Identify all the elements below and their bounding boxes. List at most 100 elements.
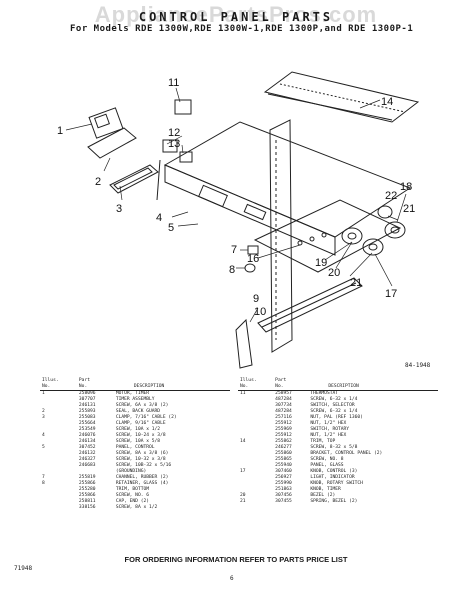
description-cell: SCREW, 8-32 x 5/8 — [310, 445, 358, 450]
part-no-cell: 255664 — [78, 421, 96, 426]
description-cell: SEAL, BACK GUARD — [115, 409, 161, 414]
description-cell: CLAMP, 9/16" CABLE — [115, 421, 166, 426]
description-cell: SCREW, 6-32 x 1/4 — [310, 409, 358, 414]
illus-no-cell: 4 — [42, 433, 45, 438]
glass-panel — [253, 199, 402, 273]
callout-7: 7 — [231, 244, 237, 256]
part-no-cell: 246131 — [78, 403, 96, 408]
part-no-cell: 246327 — [78, 457, 96, 462]
col-partno-label: No. — [76, 384, 114, 391]
part-no-cell: 257116 — [275, 415, 292, 420]
timer-assembly — [87, 107, 137, 159]
part-no-cell: 255083 — [78, 415, 96, 420]
description-cell: SCREW, 6-32 x 1/4 — [310, 397, 358, 402]
part-no-cell: 246134 — [78, 439, 96, 444]
description-cell: SCREW, NO. 6 — [115, 493, 150, 498]
part-no-cell: 258096 — [78, 391, 96, 396]
description-cell: KNOB, TIMER — [310, 487, 341, 492]
part-no-cell: 255940 — [275, 463, 292, 468]
description-cell: NUT, 1/2" HEX — [310, 421, 347, 426]
part-no-cell: 255912 — [275, 433, 292, 438]
table-row: 338156 SCREW, 8A x 1/2 — [40, 505, 230, 511]
description-cell: SCREW, 8A x 1/2 — [115, 505, 158, 510]
callout-14: 14 — [381, 96, 393, 108]
col-no-label: No. — [238, 384, 274, 391]
table-row: (GROUNDING) — [40, 469, 230, 475]
callout-3: 3 — [116, 203, 122, 215]
description-cell: SCREW, 10B-32 x 5/16 — [115, 463, 172, 468]
description-cell: (GROUNDING) — [115, 469, 147, 474]
callout-10: 10 — [254, 306, 266, 318]
description-cell: KNOB, CONTROL (3) — [310, 469, 358, 474]
description-cell: SCREW, 8A x 3/8 (6) — [115, 451, 169, 456]
part-no-cell: 338156 — [78, 505, 96, 510]
callout-12: 12 — [168, 127, 180, 139]
illus-no-cell: 11 — [240, 391, 246, 396]
description-cell: SCREW, 10A x 5/8 — [115, 439, 161, 444]
part-no-cell: 307456 — [275, 493, 292, 498]
description-cell: LIGHT, INDICATOR — [310, 475, 355, 480]
illus-no-cell: 2 — [42, 409, 45, 414]
control-knobs — [341, 205, 406, 256]
part-no-cell: 258811 — [78, 499, 96, 504]
illus-no-cell: 17 — [240, 469, 246, 474]
callout-21b: 21 — [403, 203, 415, 215]
table-row: 246132 SCREW, 8A x 3/8 (6) — [40, 451, 230, 457]
table-row: 255664 CLAMP, 9/16" CABLE — [40, 421, 230, 427]
description-cell: CLAMP, 7/16" CABLE (2) — [115, 415, 177, 420]
table-row: 255940 PANEL, GLASS — [238, 463, 438, 469]
control-panel-back — [163, 121, 412, 256]
illus-no-cell: 5 — [42, 445, 45, 450]
part-no-cell: 255866 — [78, 493, 96, 498]
table-row: 246134 SCREW, 10A x 5/8 — [40, 439, 230, 445]
part-no-cell: 255819 — [78, 475, 96, 480]
part-no-cell: 255862 — [275, 439, 292, 444]
watermark: AppliancePartsPros.com — [94, 2, 378, 27]
drawing-code: 84-1948 — [405, 362, 431, 369]
part-no-cell: 246132 — [78, 451, 96, 456]
illus-no-cell: 8 — [42, 481, 45, 486]
description-cell: BRACKET, CONTROL PANEL (2) — [310, 451, 383, 456]
control-panel-bracket — [269, 119, 293, 353]
part-no-cell: 246277 — [275, 445, 292, 450]
part-no-cell: 487284 — [275, 397, 292, 402]
part-no-cell: 307452 — [78, 445, 96, 450]
callout-labels: 1 2 3 4 5 7 8 9 10 11 12 13 14 16 17 18 … — [57, 77, 415, 318]
leader-lines — [65, 87, 407, 323]
description-cell: TRIM, TOP — [310, 439, 336, 444]
col-illus-label: Illus. — [240, 378, 257, 383]
figure-number: 71948 — [14, 565, 33, 572]
callout-21: 21 — [350, 277, 362, 289]
callout-20: 20 — [328, 267, 340, 279]
table-row: 487284 SCREW, 6-32 x 1/4 — [238, 397, 438, 403]
part-no-cell: 255860 — [275, 451, 292, 456]
callout-8: 8 — [229, 264, 235, 276]
description-cell: MOTOR, TIMER — [115, 391, 150, 396]
models-subtitle: For Models RDE 1300W,RDE 1300W-1,RDE 130… — [70, 24, 414, 34]
part-no-cell: 255866 — [78, 481, 96, 486]
description-cell: THERMOSTAT — [310, 391, 339, 396]
description-cell: PANEL, GLASS — [310, 463, 344, 468]
callout-16: 16 — [247, 253, 259, 265]
illus-no-cell: 1 — [42, 391, 45, 396]
col-no-label: No. — [40, 384, 77, 391]
table-row: 255860 BRACKET, CONTROL PANEL (2) — [238, 451, 438, 457]
table-row: 1 258096 MOTOR, TIMER — [40, 391, 230, 398]
illus-no-cell: 21 — [240, 499, 246, 504]
callout-11: 11 — [168, 77, 179, 89]
col-description-label: DESCRIPTION — [308, 384, 438, 391]
